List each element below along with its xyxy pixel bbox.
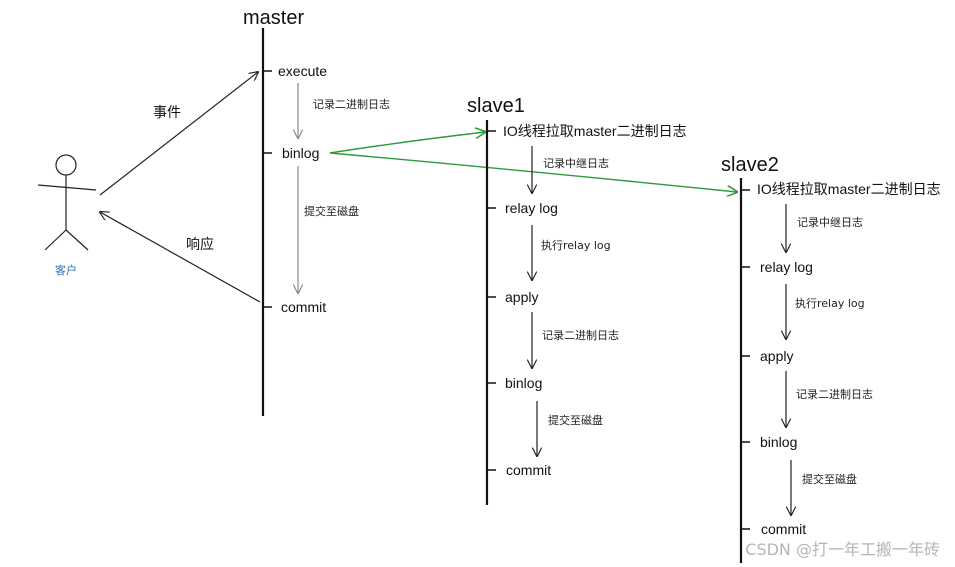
slave1-step-binlog: binlog bbox=[505, 375, 542, 391]
master-step-commit: commit bbox=[281, 299, 326, 315]
slave1-step-commit: commit bbox=[506, 462, 551, 478]
client-figure-icon bbox=[37, 154, 97, 251]
slave2-step-commit: commit bbox=[761, 521, 806, 537]
master-note-1: 记录二进制日志 bbox=[313, 98, 390, 111]
request-arrow bbox=[99, 72, 258, 196]
slave1-note-1: 记录中继日志 bbox=[543, 157, 609, 170]
replication-arrow-slave1 bbox=[329, 132, 485, 154]
slave2-step-io: IO线程拉取master二进制日志 bbox=[757, 181, 941, 197]
watermark: CSDN @打一年工搬一年砖 bbox=[745, 540, 940, 559]
slave1-step-relay: relay log bbox=[505, 200, 558, 216]
slave2-note-1: 记录中继日志 bbox=[797, 216, 863, 229]
slave2-step-relay: relay log bbox=[760, 259, 813, 275]
response-label: 响应 bbox=[186, 236, 214, 253]
slave2-note-4: 提交至磁盘 bbox=[802, 472, 857, 486]
slave2-step-apply: apply bbox=[760, 348, 793, 364]
slave2-title: slave2 bbox=[721, 154, 779, 176]
master-title: master bbox=[243, 7, 304, 29]
master-note-2: 提交至磁盘 bbox=[304, 204, 359, 218]
replication-arrow-slave2 bbox=[329, 152, 737, 192]
slave1-note-3: 记录二进制日志 bbox=[542, 329, 619, 342]
slave1-note-4: 提交至磁盘 bbox=[548, 413, 603, 427]
slave2-note-2: 执行relay log bbox=[795, 296, 865, 310]
request-label: 事件 bbox=[153, 105, 181, 121]
response-arrow bbox=[100, 212, 261, 303]
slave2-note-3: 记录二进制日志 bbox=[796, 388, 873, 401]
slave1-step-io: IO线程拉取master二进制日志 bbox=[503, 123, 687, 139]
master-step-binlog: binlog bbox=[282, 145, 319, 161]
slave2-step-binlog: binlog bbox=[760, 434, 797, 450]
client-label: 客户 bbox=[55, 263, 77, 277]
slave1-title: slave1 bbox=[467, 95, 525, 117]
master-step-execute: execute bbox=[278, 63, 327, 79]
slave1-step-apply: apply bbox=[505, 289, 538, 305]
slave1-note-2: 执行relay log bbox=[541, 238, 611, 252]
